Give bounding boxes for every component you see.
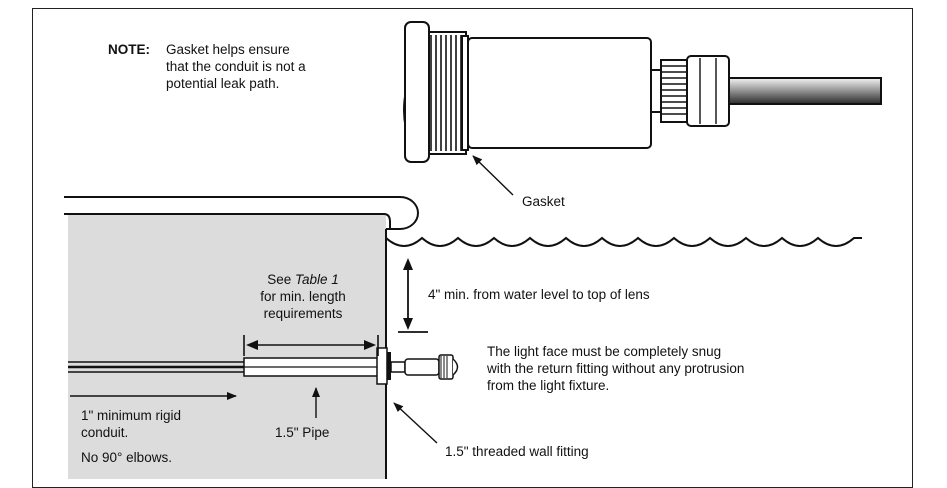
cable <box>728 77 882 105</box>
note-line-2: that the conduit is not a <box>166 59 306 74</box>
min-length-label-2: requirements <box>263 306 343 321</box>
snug-note-line-3: from the light fixture. <box>487 378 610 393</box>
min-length-label-1: for min. length <box>260 289 346 304</box>
note-line-1: Gasket helps ensure <box>166 42 290 57</box>
leader-arrows <box>70 155 514 444</box>
fixture-body <box>467 37 652 149</box>
compression-nut <box>686 55 730 127</box>
small-light-assembly <box>376 347 459 385</box>
connector-thread <box>660 59 688 123</box>
conduit-label-1: 1" minimum rigid <box>81 408 182 423</box>
see-table-prefix: See <box>267 272 295 287</box>
water-level-dimension <box>398 258 428 333</box>
note-heading: NOTE: <box>108 42 150 57</box>
pool-cross-section <box>64 196 419 479</box>
snug-note-line-1: The light face must be completely snug <box>487 344 722 359</box>
min-length-dimension <box>243 335 379 356</box>
fixture-flange <box>404 21 430 163</box>
conduit-label-2: conduit. <box>81 425 129 440</box>
water-level-label: 4" min. from water level to top of lens <box>428 287 650 302</box>
conduit-and-pipe <box>68 357 379 377</box>
snug-note-line-2: with the return fitting without any prot… <box>487 361 745 376</box>
gasket-label: Gasket <box>522 194 565 209</box>
water-surface <box>385 236 862 247</box>
table-reference: Table 1 <box>294 272 339 287</box>
wall-fitting-label: 1.5" threaded wall fitting <box>445 444 589 459</box>
light-fixture-illustration <box>403 21 882 163</box>
see-table-label: See Table 1 <box>258 271 348 288</box>
note-line-3: potential leak path. <box>166 76 280 91</box>
pipe-label: 1.5" Pipe <box>275 425 330 440</box>
fixture-threads <box>430 35 462 151</box>
fixture-neck <box>650 69 662 113</box>
fixture-thread-ring <box>428 31 467 155</box>
no-elbows-label: No 90° elbows. <box>81 450 172 465</box>
